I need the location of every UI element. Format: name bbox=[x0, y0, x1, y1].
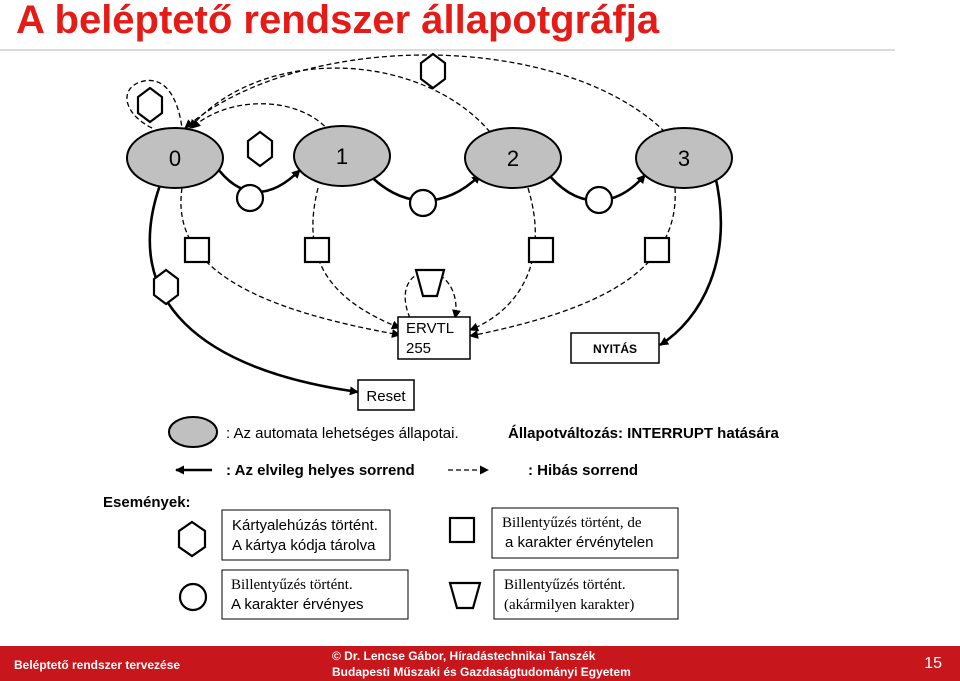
footer-university: Budapesti Műszaki és Gazdaságtudományi E… bbox=[332, 665, 631, 679]
footer-credits: © Dr. Lencse Gábor, Híradástechnikai Tan… bbox=[332, 648, 631, 680]
legend-interrupt: Állapotváltozás: INTERRUPT hatására bbox=[508, 425, 780, 442]
circle-legend-line1: Billentyűzés történt. bbox=[231, 577, 353, 593]
trap-legend-box bbox=[493, 569, 679, 620]
state-2: 2 bbox=[464, 127, 562, 189]
arc-dashed-0-self bbox=[126, 79, 183, 129]
page-title: A beléptető rendszer állapotgráfja bbox=[16, 0, 660, 42]
hex-legend-box bbox=[221, 509, 391, 561]
square-icon bbox=[527, 236, 555, 264]
footer-bar: Beléptető rendszer tervezése © Dr. Lencs… bbox=[0, 646, 960, 681]
hex-legend-line1: Kártyalehúzás történt. bbox=[232, 517, 378, 534]
state-1: 1 bbox=[293, 125, 391, 187]
legend: : Az automata lehetséges állapotai. Álla… bbox=[103, 416, 780, 620]
hexagon-icon bbox=[152, 268, 180, 306]
hexagon-icon bbox=[246, 130, 274, 168]
arc-dashed-2-ervtl bbox=[469, 187, 536, 332]
square-icon bbox=[643, 236, 671, 264]
arc-dashed-3-ervtl bbox=[469, 187, 676, 339]
ervtl-label: ERVTL bbox=[406, 320, 454, 337]
square-legend-line1: Billentyűzés történt, de bbox=[502, 515, 642, 531]
circle-icon bbox=[178, 582, 208, 612]
legend-state-desc: : Az automata lehetséges állapotai. bbox=[226, 425, 459, 442]
title-divider bbox=[0, 49, 895, 51]
page-number: 15 bbox=[924, 655, 942, 672]
arc-dashed-2-0 bbox=[189, 67, 491, 133]
circle-legend-line2: A karakter érvényes bbox=[231, 596, 364, 613]
state-label: 3 bbox=[678, 146, 690, 171]
hexagon-icon bbox=[136, 86, 164, 124]
nyitas-label: NYITÁS bbox=[593, 341, 637, 356]
reset-box: Reset bbox=[357, 379, 415, 411]
legend-wrong: : Hibás sorrend bbox=[528, 462, 638, 479]
hexagon-icon bbox=[177, 520, 207, 558]
trap-legend-line2: (akármilyen karakter) bbox=[504, 597, 634, 613]
square-icon bbox=[303, 236, 331, 264]
state-label: 1 bbox=[336, 144, 348, 169]
ervtl-box: ERVTL 255 bbox=[397, 316, 471, 360]
square-icon bbox=[448, 516, 476, 544]
event-markers bbox=[136, 52, 671, 306]
hexagon-icon bbox=[419, 52, 447, 90]
trap-legend-line1: Billentyűzés történt. bbox=[504, 577, 626, 593]
legend-correct: : Az elvileg helyes sorrend bbox=[226, 462, 415, 479]
arc-solid-3-nyitas bbox=[659, 174, 723, 347]
events-label: Események: bbox=[103, 494, 191, 511]
footer-author: © Dr. Lencse Gábor, Híradástechnikai Tan… bbox=[332, 649, 596, 663]
arc-dashed-1-0 bbox=[191, 103, 331, 133]
state-diagram: 0 1 2 3 ERVTL 255 NYITÁS Reset bbox=[103, 52, 780, 620]
state-3: 3 bbox=[635, 127, 733, 189]
arc-dashed-1-ervtl bbox=[312, 187, 401, 330]
square-legend-line2: a karakter érvénytelen bbox=[505, 534, 653, 551]
wrong-order-arcs bbox=[126, 54, 676, 339]
state-legend-icon bbox=[168, 416, 218, 448]
square-legend-box bbox=[491, 507, 679, 559]
trapezoid-icon bbox=[448, 581, 482, 610]
square-icon bbox=[183, 236, 211, 264]
footer-course-title: Beléptető rendszer tervezése bbox=[14, 658, 181, 672]
reset-label: Reset bbox=[366, 388, 406, 405]
arc-solid-0-reset bbox=[148, 184, 359, 396]
arc-dashed-0-ervtl bbox=[180, 187, 401, 339]
hex-legend-line2: A kártya kódja tárolva bbox=[232, 537, 376, 554]
ervtl-value: 255 bbox=[406, 340, 431, 357]
circle-icon bbox=[584, 185, 614, 215]
circle-legend-box bbox=[221, 569, 409, 620]
states: 0 1 2 3 bbox=[126, 125, 733, 189]
nyitas-box: NYITÁS bbox=[570, 332, 660, 364]
state-0: 0 bbox=[126, 127, 224, 189]
circle-icon bbox=[235, 183, 265, 213]
state-label: 2 bbox=[507, 146, 519, 171]
trapezoid-icon bbox=[414, 268, 446, 298]
state-label: 0 bbox=[169, 146, 181, 171]
circle-icon bbox=[408, 188, 438, 218]
